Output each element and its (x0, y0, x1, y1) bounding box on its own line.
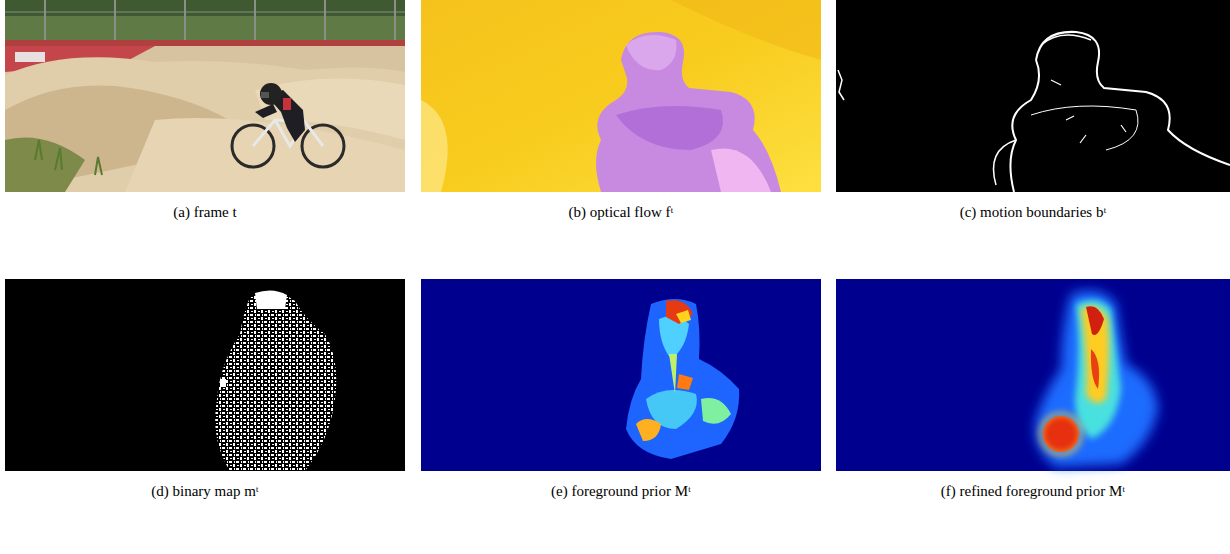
panel-caption: (a) frame t (173, 203, 236, 221)
panel-caption: (b) optical flow fᵗ (569, 203, 674, 221)
panel-caption: (c) motion boundaries bᵗ (960, 203, 1107, 221)
flow-map (421, 0, 821, 192)
binary-map (5, 279, 405, 471)
refined-heatmap (836, 279, 1230, 471)
rider (232, 83, 344, 167)
video-frame (5, 0, 405, 192)
prior-heatmap (421, 279, 821, 471)
panel-caption: (e) foreground prior Mᵗ (551, 482, 691, 500)
boundary-map (836, 0, 1230, 192)
panel-caption: (f) refined foreground prior Mᵗ (941, 482, 1125, 500)
panel-caption: (d) binary map mᵗ (151, 482, 258, 500)
